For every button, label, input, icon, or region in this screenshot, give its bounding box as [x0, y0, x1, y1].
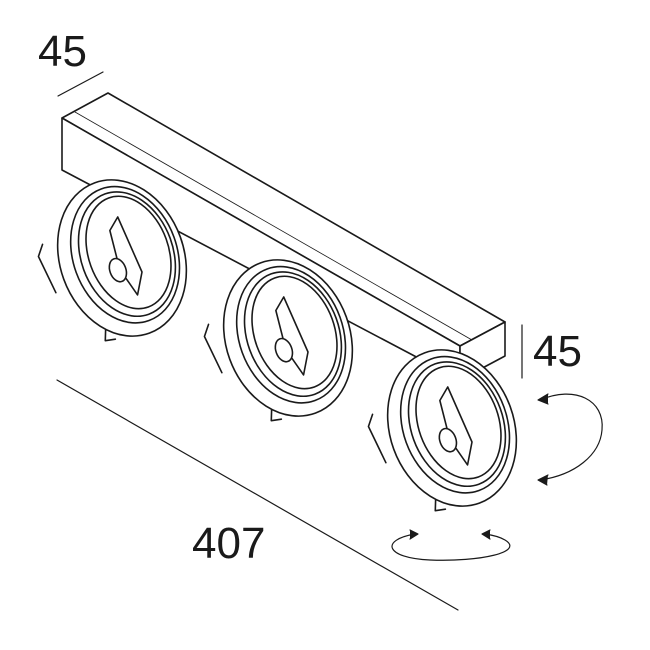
fixture-2	[203, 259, 354, 422]
fixture-1	[37, 179, 188, 342]
tilt-arrow-icon	[537, 393, 603, 486]
mounting-bar	[61, 92, 506, 381]
length-dimension-label: 407	[192, 519, 266, 568]
width-dimension-label: 45	[38, 27, 87, 76]
height-dimension-label: 45	[533, 327, 582, 376]
fixture-3	[367, 349, 518, 512]
rotate-arrow-icon	[391, 529, 511, 561]
dimension-lines	[56, 71, 523, 611]
fixtures	[37, 179, 518, 512]
